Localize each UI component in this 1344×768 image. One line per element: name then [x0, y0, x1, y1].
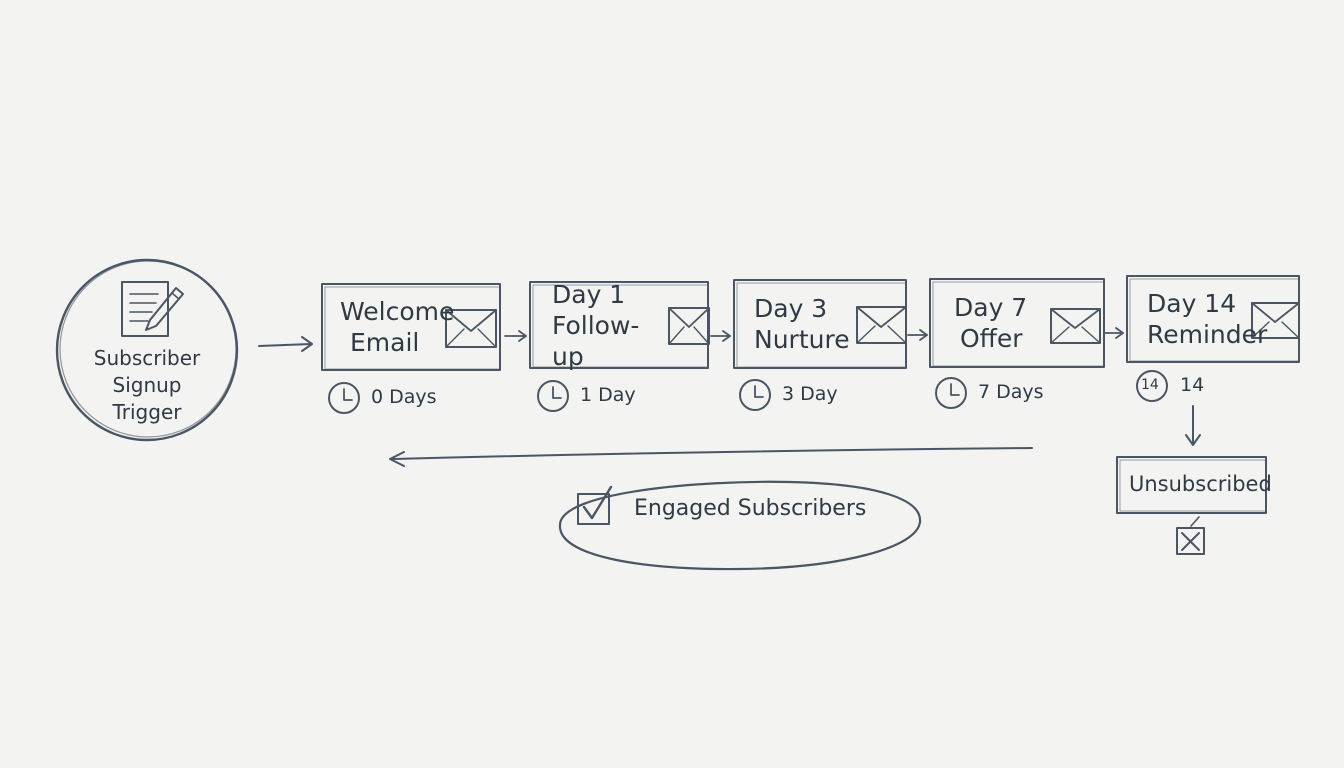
x-box-icon — [1176, 516, 1205, 555]
trigger-label: Subscriber Signup Trigger — [82, 345, 212, 426]
clock-icon — [935, 377, 967, 409]
step-day3: Day 3 Nurture — [734, 280, 860, 368]
arrow-day3-to-day7 — [907, 329, 928, 341]
step-title-line2: Nurture — [754, 325, 850, 354]
envelope-icon — [445, 309, 497, 348]
step-title-line2: Follow-up — [552, 310, 640, 371]
delay-label: 1 Day — [580, 384, 636, 406]
step-title-line2: Offer — [960, 324, 1023, 353]
step-day1: Day 1 Follow-up — [530, 279, 670, 371]
step-title-line1: Day 7 — [954, 293, 1028, 322]
arrow-return-to-engaged — [389, 447, 1033, 467]
step-title-line1: Day 3 — [754, 294, 828, 323]
step-welcome: Welcome Email — [322, 284, 455, 370]
delay-label: 14 — [1180, 374, 1205, 396]
engaged-ellipse — [558, 480, 922, 571]
step-day14: Day 14 Reminder — [1127, 276, 1268, 362]
arrow-day7-to-day14 — [1103, 327, 1124, 339]
day-14-badge-icon — [1136, 370, 1168, 402]
trigger-line: Signup — [112, 373, 182, 397]
delay-label: 7 Days — [978, 381, 1044, 403]
trigger-line: Trigger — [112, 400, 182, 424]
step-title-line2: Email — [350, 328, 420, 357]
envelope-icon — [1251, 302, 1300, 339]
check-box-icon — [577, 485, 613, 525]
engaged-label: Engaged Subscribers — [634, 496, 867, 521]
step-title-line1: Day 1 — [552, 279, 626, 309]
unsubscribed-label: Unsubscribed — [1129, 472, 1272, 496]
delay-label: 0 Days — [371, 386, 437, 408]
arrow-welcome-to-day1 — [504, 330, 527, 342]
envelope-icon — [668, 307, 710, 345]
form-pencil-icon — [121, 281, 184, 337]
envelope-icon — [856, 306, 907, 344]
delay-badge-text: 14 — [1141, 377, 1159, 393]
step-box-welcome — [321, 283, 501, 371]
trigger-node — [55, 258, 239, 442]
step-title-line1: Day 14 — [1147, 289, 1237, 318]
step-day7: Day 7 Offer — [930, 279, 1050, 367]
clock-icon — [328, 382, 360, 414]
arrow-trigger-to-welcome — [258, 336, 313, 352]
step-title-line1: Welcome — [340, 297, 455, 326]
step-title-line2: Reminder — [1147, 320, 1268, 349]
trigger-line: Subscriber — [93, 346, 201, 370]
arrow-day14-to-unsubscribed — [1185, 405, 1201, 446]
unsubscribed-box — [1116, 456, 1267, 514]
step-box-day7 — [929, 278, 1105, 368]
clock-icon — [739, 379, 771, 411]
envelope-icon — [1050, 308, 1101, 344]
delay-label: 3 Day — [782, 383, 838, 405]
clock-icon — [537, 380, 569, 412]
arrow-day1-to-day3 — [710, 330, 731, 342]
